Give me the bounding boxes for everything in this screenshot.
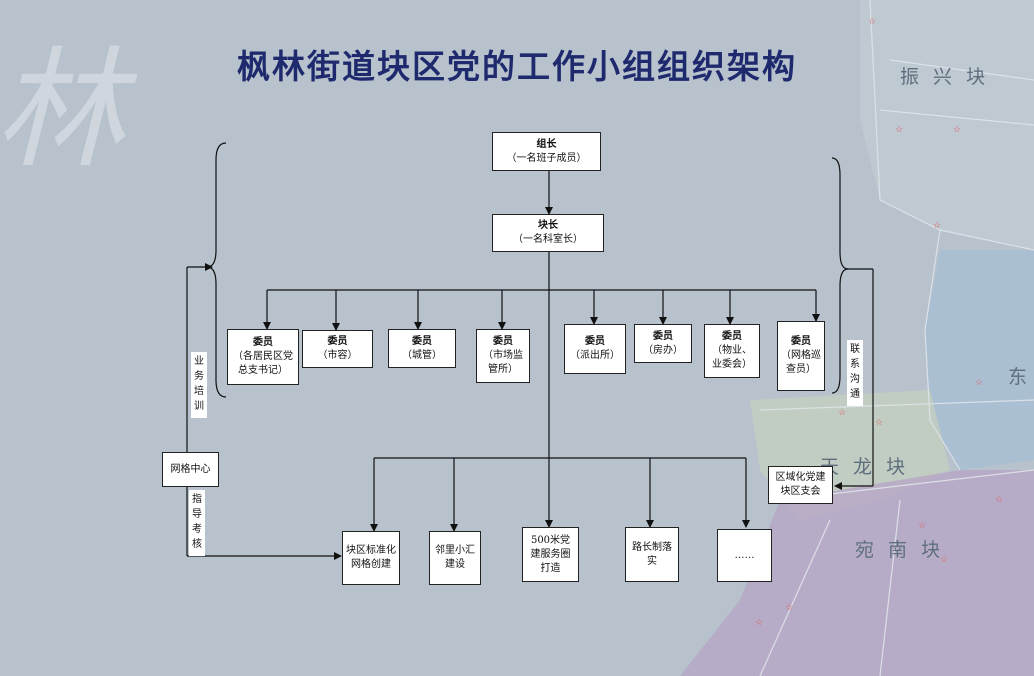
svg-text:☆: ☆	[838, 408, 846, 418]
svg-text:☆: ☆	[785, 603, 793, 613]
member-box-residents: 委员 （各居民区党总支书记）	[227, 329, 299, 385]
map-label-dong: 东	[1008, 366, 1032, 388]
member-title: 委员	[722, 331, 742, 342]
project-box-road-chief: 路长制落实	[625, 527, 679, 582]
member-title: 委员	[327, 336, 348, 347]
svg-text:☆: ☆	[933, 221, 941, 231]
grid-center-label: 网格中心	[170, 463, 211, 475]
svg-text:☆: ☆	[918, 521, 926, 531]
project-label: 邻里小汇建设	[435, 545, 475, 570]
project-label: 500米党建服务圈打造	[530, 534, 571, 574]
member-box-market-supervision: 委员 （市场监管所）	[476, 329, 530, 383]
member-box-property-management: 委员 （物业、业委会）	[704, 324, 760, 378]
project-box-more: ……	[717, 529, 772, 582]
watermark-glyph: 林	[0, 34, 126, 186]
svg-text:☆: ☆	[940, 555, 948, 565]
member-sub: （市场监管所）	[483, 350, 523, 375]
project-box-service-circle: 500米党建服务圈打造	[522, 527, 579, 582]
member-sub: （物业、业委会）	[712, 345, 752, 370]
member-title: 委员	[653, 330, 673, 342]
project-label: ……	[734, 549, 755, 561]
block-leader-title: 块长	[538, 220, 558, 231]
regional-council-label: 区域化党建块区支会	[775, 472, 826, 497]
member-sub: （市容）	[317, 350, 358, 361]
leader-title: 组长	[536, 138, 557, 150]
svg-text:☆: ☆	[975, 378, 983, 388]
member-sub: （房办）	[643, 344, 683, 356]
member-sub: （城管）	[402, 349, 442, 361]
project-label: 块区标准化网格创建	[346, 545, 396, 570]
leader-box: 组长 （一名班子成员）	[492, 132, 601, 171]
map-label-zhenxing: 振 兴 块	[900, 66, 990, 88]
svg-text:☆: ☆	[995, 495, 1003, 505]
svg-text:☆: ☆	[895, 125, 903, 135]
project-label: 路长制落实	[632, 541, 672, 567]
svg-text:☆: ☆	[755, 618, 763, 628]
training-label: 业务培训	[191, 352, 207, 418]
member-sub: （派出所）	[570, 350, 620, 361]
map-label-wannan: 宛 南 块	[855, 539, 945, 561]
member-title: 委员	[253, 337, 273, 348]
map-label-tianlong: 天 龙 块	[820, 456, 910, 478]
member-box-housing-office: 委员 （房办）	[634, 324, 692, 363]
member-title: 委员	[493, 336, 513, 347]
page-title: 枫林街道块区党的工作小组组织架构	[237, 47, 797, 86]
leader-sub: （一名班子成员）	[506, 152, 587, 164]
member-box-urban-management: 委员 （城管）	[388, 329, 456, 368]
communication-label: 联系沟通	[847, 340, 863, 406]
svg-text:☆: ☆	[868, 17, 876, 27]
block-leader-box: 块长 （一名科室长）	[492, 214, 604, 252]
member-title: 委员	[412, 335, 432, 347]
member-sub: （各居民区党总支书记）	[233, 351, 293, 376]
project-box-grid-standard: 块区标准化网格创建	[342, 531, 400, 585]
project-box-neighborhood-hub: 邻里小汇建设	[429, 531, 481, 585]
block-leader-sub: （一名科室长）	[513, 234, 583, 245]
member-title: 委员	[585, 336, 605, 347]
member-box-city-appearance: 委员 （市容）	[302, 330, 373, 368]
member-box-grid-inspector: 委员 （网格巡查员）	[777, 321, 825, 391]
assessment-label: 指导考核	[189, 490, 205, 556]
member-box-police-station: 委员 （派出所）	[564, 324, 626, 374]
grid-center-box: 网格中心	[162, 452, 219, 487]
member-title: 委员	[791, 336, 811, 347]
svg-text:☆: ☆	[875, 418, 883, 428]
regional-council-box: 区域化党建块区支会	[768, 466, 833, 504]
svg-text:☆: ☆	[953, 125, 961, 135]
member-sub: （网格巡查员）	[781, 350, 821, 375]
